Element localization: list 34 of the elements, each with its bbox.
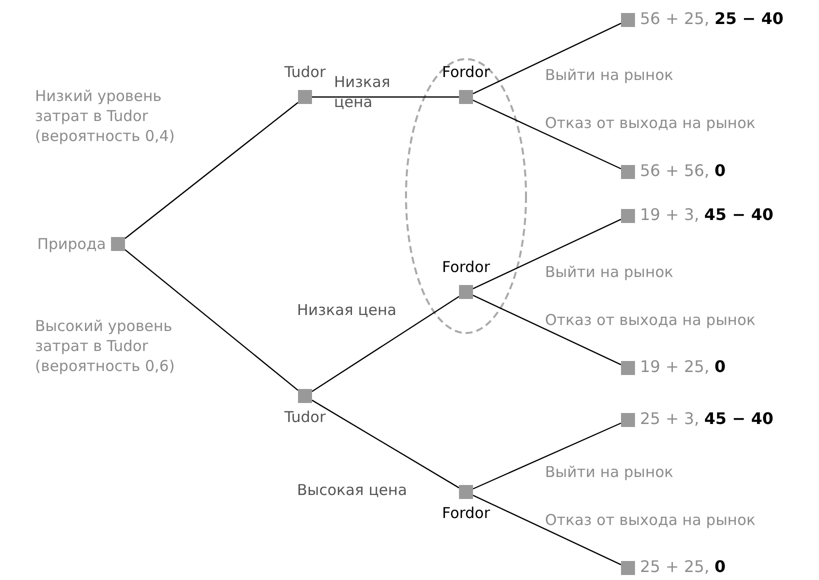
tree-branch [124, 102, 298, 239]
tree-branch [472, 22, 622, 94]
payoff-label: 56 + 56, 0 [640, 162, 726, 180]
tree-branch [472, 294, 622, 366]
player-label: Tudor [284, 408, 326, 426]
tree-branch [472, 494, 622, 566]
payoff-label: 25 + 25, 0 [640, 558, 726, 576]
payoff-label: 19 + 3, 45 − 40 [640, 206, 774, 224]
tree-branch [472, 422, 622, 490]
edge-label: Низкий уровень затрат в Tudor (вероятность 0,4) [35, 86, 176, 146]
player-label: Fordor [442, 63, 490, 81]
payoff-label: 25 + 3, 45 − 40 [640, 410, 774, 428]
tree-branch [312, 400, 460, 488]
edge-label: Низкая цена [334, 72, 392, 112]
tree-branch [124, 249, 298, 391]
payoff-label: 19 + 25, 0 [640, 358, 726, 376]
tree-branch [472, 218, 622, 290]
edge-label: Выйти на рынок [545, 65, 674, 85]
player-label: Fordor [442, 258, 490, 276]
edge-label: Высокая цена [297, 480, 408, 500]
edge-label: Высокий уровень затрат в Tudor (вероятность 0,6) [35, 316, 176, 376]
player-label: Tudor [284, 63, 326, 81]
edge-label: Выйти на рынок [545, 462, 674, 482]
tree-branch [312, 296, 460, 392]
edge-label: Отказ от выхода на рынок [545, 113, 756, 133]
tree-branch [312, 96, 459, 98]
payoff-label: 56 + 25, 25 − 40 [640, 10, 784, 28]
edge-label: Выйти на рынок [545, 262, 674, 282]
tree-branch [472, 100, 622, 170]
player-label: Fordor [442, 504, 490, 522]
edge-label: Отказ от выхода на рынок [545, 310, 756, 330]
chance-node-label: Природа [37, 235, 106, 253]
edge-label: Отказ от выхода на рынок [545, 510, 756, 530]
edge-label: Низкая цена [297, 300, 396, 320]
